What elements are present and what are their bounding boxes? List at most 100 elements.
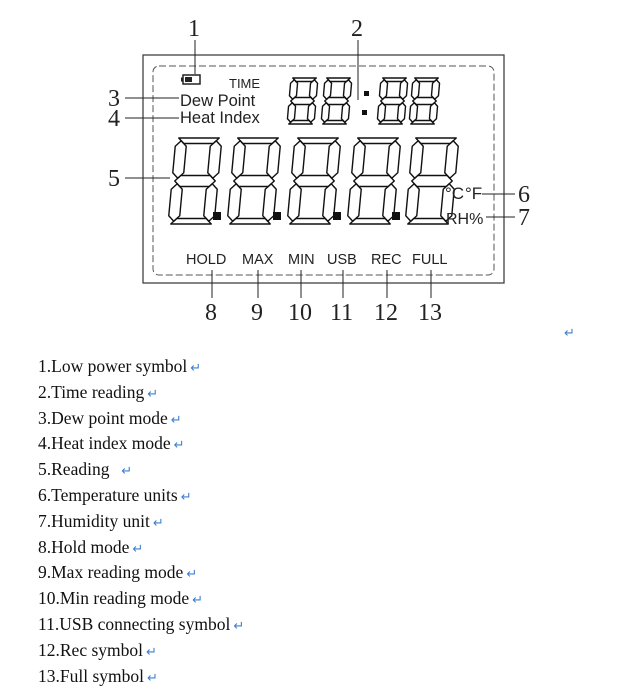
legend-item: 12.Rec symbol↵ <box>38 639 157 660</box>
callout-5: 5 <box>108 166 120 192</box>
unit-celsius: °C <box>445 184 464 203</box>
segment-f <box>410 79 421 100</box>
mode-max: MAX <box>242 252 274 268</box>
lcd-outer-frame <box>142 54 505 284</box>
mode-full: FULL <box>412 252 447 268</box>
segment-b <box>308 79 319 100</box>
segment-e <box>376 102 387 123</box>
segment-f <box>351 140 366 179</box>
legend-item: 2.Time reading↵ <box>38 381 159 402</box>
legend-item: 1.Low power symbol↵ <box>38 356 202 376</box>
decimal-point <box>392 212 400 220</box>
segment-b <box>266 140 281 179</box>
heat-index-label: Heat Index <box>180 109 261 127</box>
return-mark: ↵ <box>192 593 204 609</box>
segment-e <box>320 102 331 123</box>
segment-c <box>396 102 407 123</box>
callout-3: 3 <box>108 86 120 112</box>
segment-c <box>262 183 277 222</box>
legend-item: 4.Heat index mode↵ <box>38 433 185 454</box>
decimal-point <box>273 212 281 220</box>
return-mark: ↵ <box>146 644 157 660</box>
legend-item: 10.Min reading mode↵ <box>38 588 204 609</box>
callout-4: 4 <box>108 106 120 132</box>
legend-item: 9.Max reading mode↵ <box>38 562 198 583</box>
callout-10: 10 <box>288 300 312 326</box>
low-power-battery-icon <box>181 74 201 85</box>
time-label: TIME <box>229 76 260 91</box>
callout-13: 13 <box>418 300 442 326</box>
decimal-point <box>362 110 367 115</box>
return-mark: ↵ <box>147 386 159 402</box>
segment-c <box>440 183 455 222</box>
return-mark: ↵ <box>121 464 133 480</box>
time-reading-digits <box>286 77 441 125</box>
segment-c <box>306 102 317 123</box>
segment-e <box>168 183 183 222</box>
callout-6: 6 <box>518 182 530 208</box>
segment-f <box>378 79 389 100</box>
callout-11: 11 <box>330 300 353 326</box>
mode-usb: USB <box>327 252 357 268</box>
segment-b <box>207 140 222 179</box>
segment-b <box>398 79 409 100</box>
segment-g <box>233 174 275 188</box>
mode-rec: REC <box>371 252 402 268</box>
callout-2: 2 <box>351 16 363 42</box>
mode-hold: HOLD <box>186 252 226 268</box>
legend-item: 13.Full symbol↵ <box>38 665 158 686</box>
legend-item: 6.Temperature units↵ <box>38 484 192 505</box>
callout-12: 12 <box>374 300 398 326</box>
return-mark: ↵ <box>173 438 185 454</box>
unit-fahrenheit: °F <box>465 184 482 203</box>
dew-point-label: Dew Point <box>180 92 256 110</box>
callout-7: 7 <box>518 205 530 231</box>
decimal-point <box>333 212 341 220</box>
legend-item: 5.Reading ↵ <box>38 459 133 480</box>
segment-e <box>347 183 362 222</box>
segment-f <box>172 140 187 179</box>
segment-c <box>322 183 337 222</box>
mode-min: MIN <box>288 252 315 268</box>
legend-item: 7.Humidity unit↵ <box>38 510 164 531</box>
segment-b <box>386 140 401 179</box>
segment-b <box>342 79 353 100</box>
segment-g <box>293 174 335 188</box>
segment-b <box>430 79 441 100</box>
segment-b <box>326 140 341 179</box>
main-reading-digits <box>168 137 459 225</box>
return-mark: ↵ <box>152 515 164 531</box>
return-mark: ↵ <box>190 361 202 376</box>
segment-f <box>231 140 246 179</box>
unit-rh-percent: RH% <box>446 211 483 228</box>
segment-f <box>288 79 299 100</box>
legend-item: 8.Hold mode↵ <box>38 536 144 557</box>
decimal-point <box>213 212 221 220</box>
legend-list: 1.Low power symbol↵ 2.Time reading↵ 3.De… <box>38 354 244 689</box>
legend-item: 3.Dew point mode↵ <box>38 407 182 428</box>
decimal-point <box>364 91 369 96</box>
callout-8: 8 <box>205 300 217 326</box>
return-mark: ↵ <box>147 670 158 686</box>
segment-b <box>444 140 459 179</box>
segment-e <box>287 183 302 222</box>
legend-item: 11.USB connecting symbol↵ <box>38 613 245 634</box>
segment-c <box>382 183 397 222</box>
return-mark: ↵ <box>132 541 144 557</box>
segment-g <box>353 174 395 188</box>
segment-c <box>340 102 351 123</box>
callout-1: 1 <box>188 16 200 42</box>
segment-f <box>291 140 306 179</box>
segment-c <box>203 183 218 222</box>
return-mark: ↵ <box>233 618 245 634</box>
callout-9: 9 <box>251 300 263 326</box>
segment-f <box>322 79 333 100</box>
segment-e <box>286 102 297 123</box>
segment-f <box>409 140 424 179</box>
leader-lines <box>125 40 515 298</box>
segment-e <box>405 183 420 222</box>
segment-e <box>408 102 419 123</box>
segment-e <box>227 183 242 222</box>
lcd-inner-frame <box>152 65 495 276</box>
